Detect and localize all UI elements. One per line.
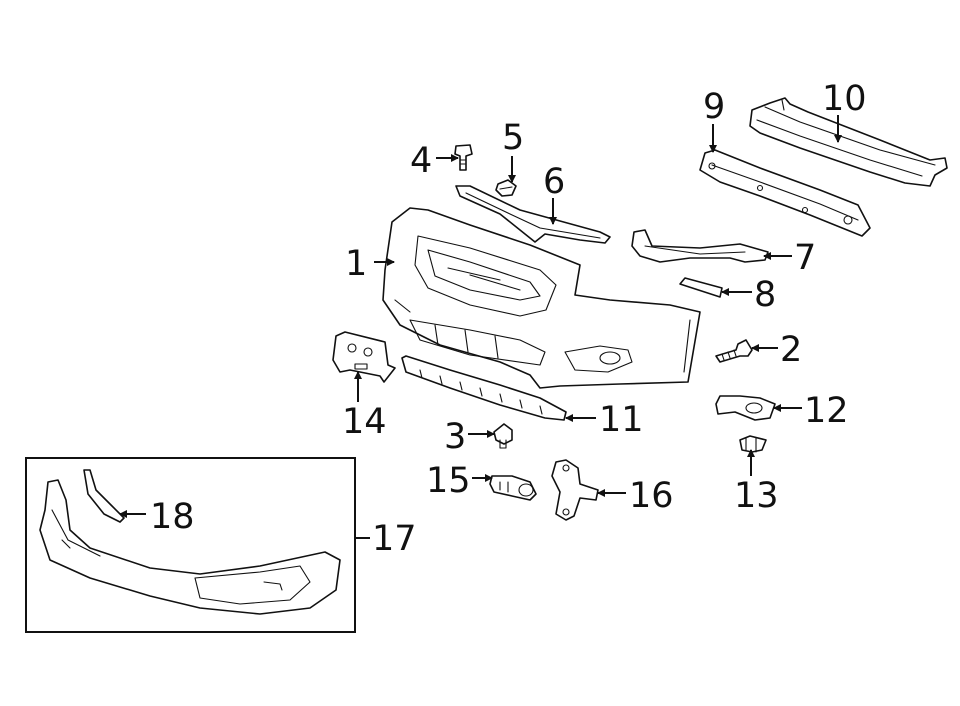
corner-trim [83,469,125,523]
callout-9: 9 [703,87,725,127]
reinforcement-beam [749,97,948,187]
callout-5: 5 [502,118,524,158]
small-pad [679,277,723,298]
callout-labels: 1 2 3 4 5 6 7 8 9 10 11 12 13 14 15 16 1… [150,79,867,559]
callout-14: 14 [342,402,387,442]
energy-absorber [699,149,871,237]
leader-lines [119,115,842,539]
screw [495,179,517,197]
callout-17: 17 [372,519,417,559]
callout-2: 2 [780,330,802,370]
callout-8: 8 [754,275,776,315]
callout-15: 15 [426,461,471,501]
bumper-cover [382,207,701,389]
callout-18: 18 [150,497,195,537]
callout-16: 16 [629,476,674,516]
callout-4: 4 [410,141,432,181]
callout-6: 6 [543,162,565,202]
upper-bracket [455,185,611,244]
callout-3: 3 [444,417,466,457]
callout-10: 10 [822,79,867,119]
push-pin [493,423,513,449]
lower-spoiler [39,479,341,615]
sensor [489,475,537,501]
callout-1: 1 [345,244,367,284]
license-bracket [332,331,396,383]
clip [739,435,767,453]
sensor-bracket [551,459,599,521]
clip-housing [715,395,776,421]
callout-13: 13 [734,476,779,516]
side-screw [715,339,753,363]
side-bracket [631,229,769,263]
callout-12: 12 [804,391,849,431]
callout-11: 11 [599,400,644,440]
inset-box [25,457,356,633]
callout-7: 7 [794,238,816,278]
